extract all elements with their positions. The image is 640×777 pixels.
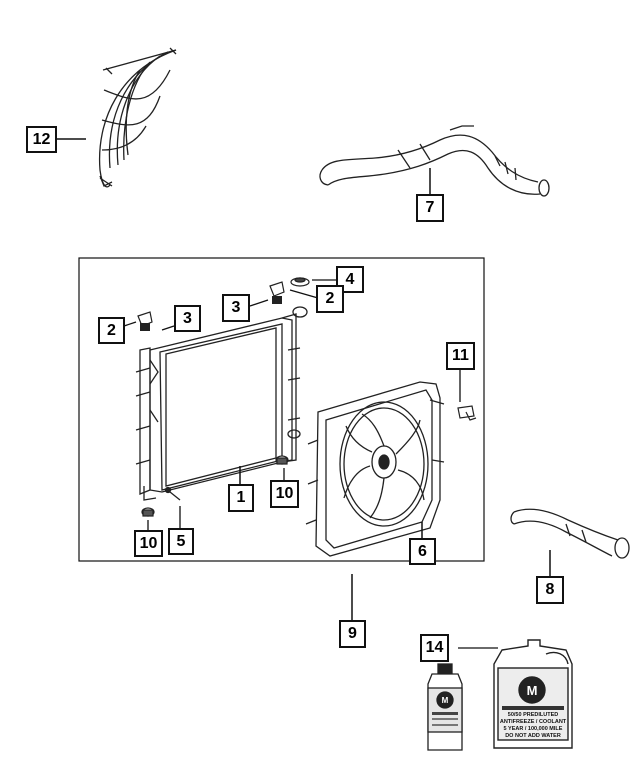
callout-6: 6: [409, 538, 436, 565]
radiator-icon: [135, 306, 308, 501]
insulator-left-icon: [140, 323, 150, 331]
callout-5: 5: [168, 528, 194, 555]
fan-shroud-icon: [305, 381, 445, 557]
coolant-bottle-icon: M: [427, 663, 463, 751]
callout-8: 8: [536, 576, 564, 604]
jug-label-4: DO NOT ADD WATER: [505, 733, 561, 739]
radiator-cap-icon: [290, 277, 310, 287]
assembly-frame: [78, 257, 485, 562]
callout-2-right: 2: [316, 285, 344, 313]
bracket-left-icon: [137, 311, 153, 327]
bolt-icon: [164, 486, 181, 501]
upper-hose-icon: [319, 125, 550, 197]
callout-12: 12: [26, 126, 57, 153]
coolant-jug-icon: M: [493, 639, 573, 749]
bushing-right-icon: [275, 455, 289, 465]
callout-2-left: 2: [98, 317, 125, 344]
callout-1: 1: [228, 484, 254, 512]
jug-label-1: 50/50 PREDILUTED: [508, 712, 558, 718]
air-deflector-icon: [98, 47, 177, 188]
insulator-right-icon: [272, 296, 282, 304]
bracket-right-icon: [269, 281, 285, 297]
callout-10-right: 10: [270, 480, 299, 508]
svg-text:M: M: [442, 696, 449, 705]
jug-label-3: 5 YEAR / 100,000 MILE: [504, 726, 563, 732]
bushing-left-icon: [141, 507, 155, 517]
lower-hose-icon: [510, 508, 630, 559]
jug-label-2: ANTIFREEZE / COOLANT: [500, 719, 567, 725]
callout-3-right: 3: [222, 294, 250, 322]
callout-11: 11: [446, 342, 475, 370]
callout-14: 14: [420, 634, 449, 662]
svg-text:M: M: [527, 683, 538, 698]
callout-3-left: 3: [174, 305, 201, 332]
sensor-icon: [457, 405, 477, 421]
callout-9: 9: [339, 620, 366, 648]
callout-10-left: 10: [134, 530, 163, 557]
callout-4: 4: [336, 266, 364, 293]
callout-7: 7: [416, 194, 444, 222]
